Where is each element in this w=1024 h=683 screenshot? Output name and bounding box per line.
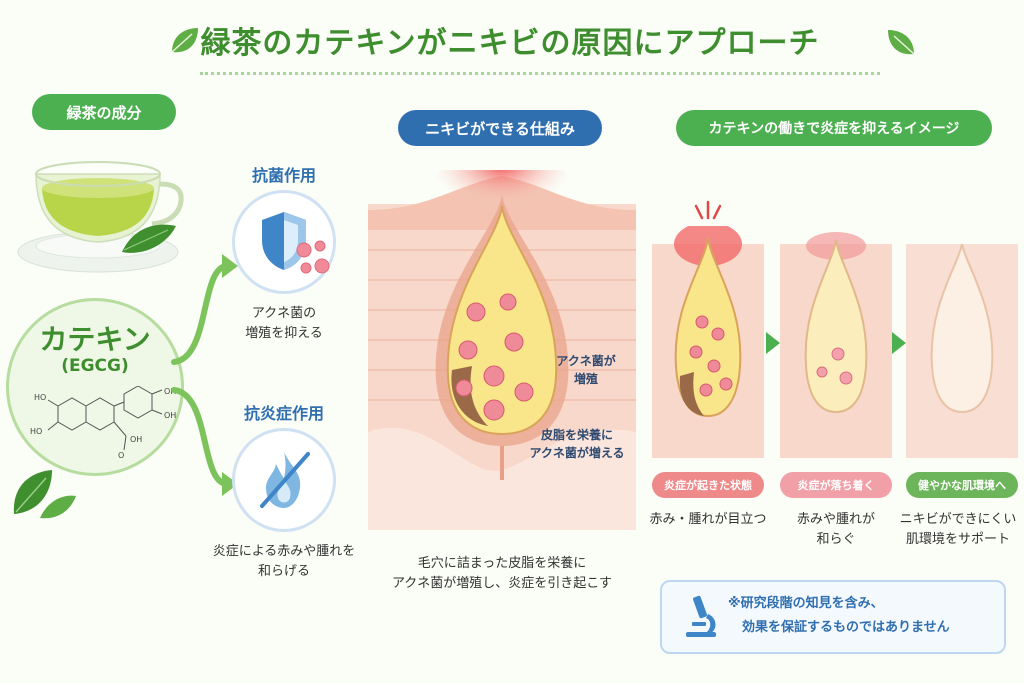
svg-text:OH: OH [130, 435, 142, 444]
catechin-circle [6, 298, 184, 476]
inflammation-burst-icon [694, 200, 722, 220]
section-label-process: カテキンの働きで炎症を抑えるイメージ [676, 110, 992, 146]
leaf-icon [13, 470, 76, 519]
flame-slash-icon [260, 452, 310, 508]
svg-text:O: O [118, 451, 124, 460]
research-note-box [660, 580, 1006, 654]
title-divider [200, 72, 880, 75]
stage-tag-healthy: 健やかな肌環境へ [906, 472, 1018, 498]
stage-calming-illustration [780, 232, 892, 458]
bacteria-icon [296, 240, 330, 274]
stage-description-healthy: ニキビができにくい 肌環境をサポート [899, 512, 1017, 547]
microscope-icon [686, 595, 716, 637]
svg-text:HO: HO [34, 393, 46, 402]
svg-text:HO: HO [30, 427, 42, 436]
acne-cross-section-illustration [368, 170, 636, 530]
stage-description-inflamed: 赤み・腫れが目立つ [649, 512, 767, 527]
annotation-sebum-nutrient: 皮脂を栄養に アクネ菌が増える [529, 428, 625, 460]
tea-cup-illustration [17, 161, 184, 273]
egcg-molecule-diagram: HO HO OH OH OH O [30, 386, 176, 460]
leaf-icon [888, 30, 915, 55]
catechin-name: カテキン [39, 323, 151, 356]
annotation-bacteria-growth: アクネ菌が 増殖 [556, 354, 616, 386]
leaf-icon [171, 28, 198, 53]
chevron-right-icon [766, 332, 780, 354]
section-label-mechanism: ニキビができる仕組み [398, 110, 602, 146]
svg-text:OH: OH [164, 411, 176, 420]
effect-heading-antiinflammatory: 抗炎症作用 [243, 404, 324, 423]
svg-text:OH: OH [164, 387, 176, 396]
section-label-green-tea: 緑茶の成分 [32, 94, 176, 130]
catechin-abbreviation: (EGCG) [61, 356, 129, 376]
antibacterial-description: アクネ菌の 増殖を抑える [245, 306, 323, 341]
stage-healthy-illustration [906, 243, 1018, 458]
stage-description-calming: 赤みや腫れが 和らぐ [796, 512, 875, 547]
stage-inflamed-illustration [652, 226, 764, 458]
title-bar: 緑茶のカテキンがニキビの原因にアプローチ [0, 18, 1024, 76]
research-note-text: ※研究段階の知見を含み、 効果を保証するものではありません [728, 596, 950, 635]
flow-arrows [171, 254, 238, 496]
stage-tag-inflamed: 炎症が起きた状態 [652, 472, 764, 498]
stage-tag-calming: 炎症が落ち着く [780, 472, 892, 498]
chevron-right-icon [892, 332, 906, 354]
mechanism-caption: 毛穴に詰まった皮脂を栄養に アクネ菌が増殖し、炎症を引き起こす [391, 556, 613, 591]
page-title: 緑茶のカテキンがニキビの原因にアプローチ [200, 26, 820, 61]
effect-heading-antibacterial: 抗菌作用 [251, 166, 316, 185]
antiinflammatory-description: 炎症による赤みや腫れを 和らげる [212, 544, 356, 579]
